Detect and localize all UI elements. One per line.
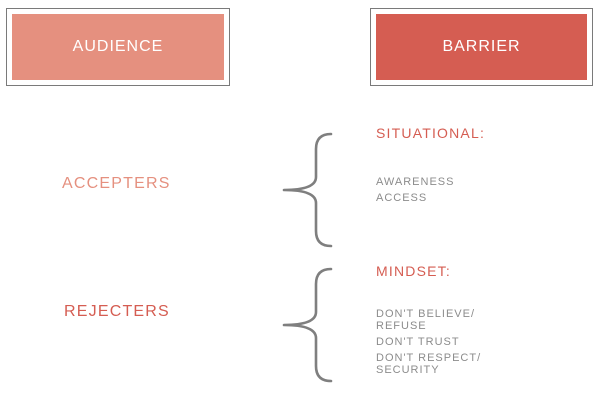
barrier-item-awareness: AWARENESS [376, 176, 455, 188]
barrier-category-situational: SITUATIONAL: [376, 125, 486, 141]
brace-path-rejecters [282, 267, 333, 383]
audience-header-frame: AUDIENCE [6, 8, 230, 86]
curly-brace-accepters [282, 132, 333, 248]
audience-header: AUDIENCE [12, 14, 224, 80]
barrier-header: BARRIER [376, 14, 587, 80]
situational-barrier-list: AWARENESS ACCESS [376, 176, 454, 208]
barrier-category-mindset: MINDSET: [376, 263, 451, 279]
audience-accepters: ACCEPTERS [62, 175, 171, 192]
mindset-barrier-list: DON'T BELIEVE/ REFUSE DON'T TRUST DON'T … [376, 308, 506, 380]
audience-rejecters: REJECTERS [64, 303, 170, 320]
barrier-item-dont-believe-refuse: DON'T BELIEVE/ REFUSE [376, 308, 476, 332]
audience-header-label: AUDIENCE [72, 38, 164, 55]
barrier-item-dont-respect-security: DON'T RESPECT/ SECURITY [376, 352, 482, 376]
barrier-item-dont-trust: DON'T TRUST [376, 336, 460, 348]
brace-path-accepters [282, 132, 333, 248]
barrier-header-label: BARRIER [442, 38, 521, 55]
barrier-item-access: ACCESS [376, 192, 428, 204]
curly-brace-rejecters [282, 267, 333, 383]
barrier-header-frame: BARRIER [370, 8, 593, 86]
